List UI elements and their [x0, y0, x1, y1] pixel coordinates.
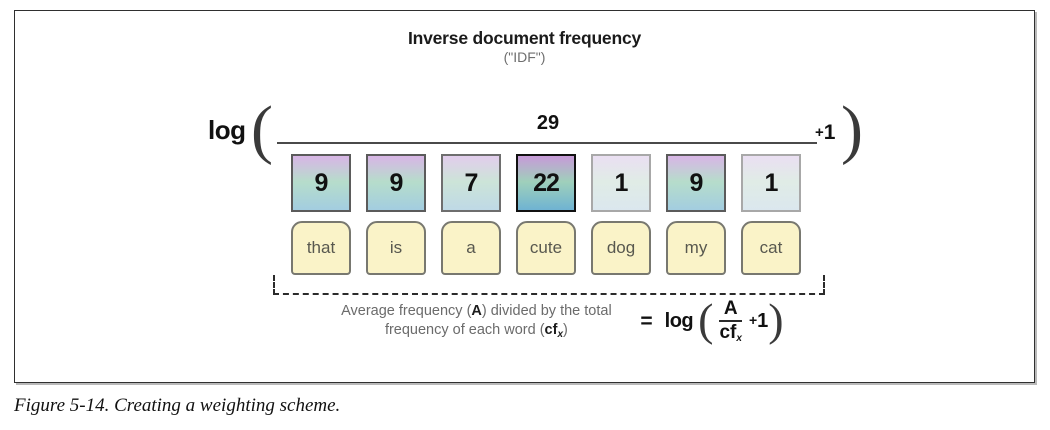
mini-fraction-denominator: cfx — [719, 321, 742, 345]
word-box: cute — [516, 221, 576, 275]
explanation-row: Average frequency (A) divided by the tot… — [273, 294, 833, 346]
frequency-box: 9 — [366, 154, 426, 212]
explanation-symbol-a: A — [471, 302, 482, 319]
explanation-line1-post: ) divided by the — [481, 302, 581, 319]
explanation-text: Average frequency (A) divided by the tot… — [322, 302, 630, 342]
mini-log-operator-label: log — [664, 310, 694, 333]
page-subtitle: ("IDF") — [503, 49, 546, 66]
title-block: Inverse document frequency ("IDF") — [15, 28, 1034, 66]
plus-sign: + — [815, 124, 824, 141]
figure-caption: Figure 5-14. Creating a weighting scheme… — [14, 395, 341, 416]
open-paren-glyph: ( — [251, 93, 273, 166]
mini-plus-operand: 1 — [757, 310, 769, 333]
log-operator-label: log — [208, 115, 246, 145]
explanation-symbol-cf: cf — [544, 322, 558, 339]
explanation-line2-pre: total frequency of each word ( — [384, 302, 612, 339]
term-column: 9 is — [366, 154, 426, 275]
term-column: 1 dog — [591, 154, 651, 275]
bracket-tick-right — [823, 275, 825, 295]
mini-denominator-text: cf — [719, 321, 737, 343]
explanation-symbol-cf-subscript: x — [557, 329, 563, 341]
explanation-line2-post: ) — [563, 322, 568, 339]
word-box: dog — [591, 221, 651, 275]
mini-plus-sign: + — [748, 312, 758, 329]
fraction-bar — [277, 142, 817, 144]
grouping-bracket — [273, 273, 825, 295]
mini-fraction: A cfx — [715, 299, 745, 344]
mini-close-paren-glyph: ) — [768, 294, 784, 346]
word-box: a — [441, 221, 501, 275]
bracket-tick-left — [273, 275, 275, 295]
plus-operand: 1 — [823, 121, 836, 144]
frequency-box: 22 — [516, 154, 576, 212]
mini-formula: log ( A cfx +1 ) — [664, 294, 784, 346]
plus-one-term: +1 — [815, 121, 835, 145]
frequency-box: 1 — [741, 154, 801, 212]
fraction-numerator: 29 — [536, 112, 560, 134]
frequency-box: 7 — [441, 154, 501, 212]
explanation-line1-pre: Average frequency ( — [341, 302, 472, 319]
term-column: 1 cat — [741, 154, 801, 275]
word-box: is — [366, 221, 426, 275]
word-box: cat — [741, 221, 801, 275]
word-box: my — [666, 221, 726, 275]
mini-denominator-subscript: x — [736, 332, 742, 344]
frequency-box: 9 — [291, 154, 351, 212]
term-column: 9 that — [291, 154, 351, 275]
page-title: Inverse document frequency — [407, 28, 642, 48]
equals-sign: = — [640, 309, 653, 333]
bracket-baseline — [273, 293, 825, 295]
close-paren-glyph: ) — [841, 93, 863, 166]
mini-fraction-bar — [719, 319, 742, 322]
mini-plus-one-term: +1 — [749, 310, 768, 333]
mini-fraction-numerator: A — [723, 298, 738, 319]
frequency-box: 1 — [591, 154, 651, 212]
frequency-box: 9 — [666, 154, 726, 212]
mini-open-paren-glyph: ( — [698, 294, 714, 346]
term-column: 22 cute — [516, 154, 576, 275]
figure-frame: Inverse document frequency ("IDF") log (… — [14, 10, 1035, 383]
word-box: that — [291, 221, 351, 275]
term-column: 9 my — [666, 154, 726, 275]
